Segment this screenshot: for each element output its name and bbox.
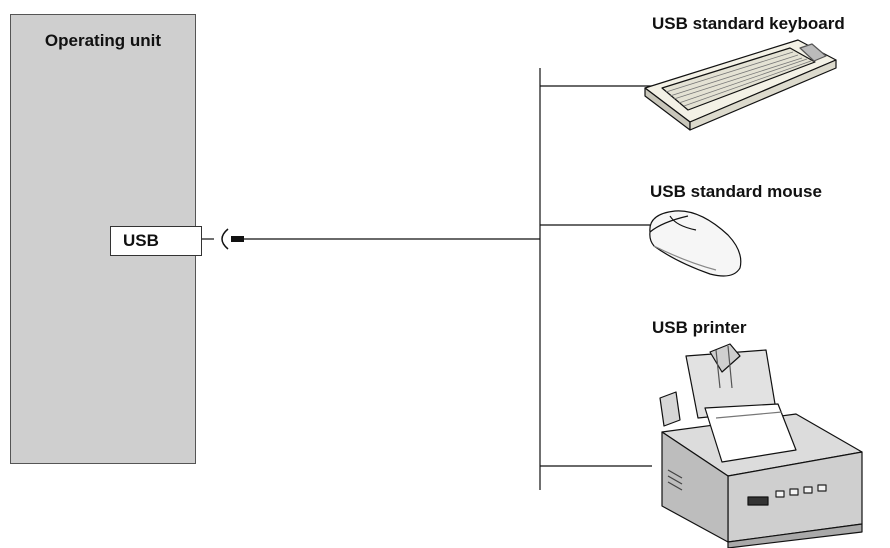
mouse-icon [649, 210, 742, 277]
mouse-label: USB standard mouse [650, 182, 822, 201]
operating-unit-title: Operating unit [44, 31, 162, 50]
printer-icon [659, 343, 863, 548]
printer-label: USB printer [652, 318, 747, 337]
keyboard-icon [644, 39, 837, 131]
keyboard-label: USB standard keyboard [652, 14, 845, 33]
usb-port-box: USB [110, 226, 202, 256]
usb-plug-icon [202, 228, 244, 250]
cable-lines [244, 68, 652, 490]
